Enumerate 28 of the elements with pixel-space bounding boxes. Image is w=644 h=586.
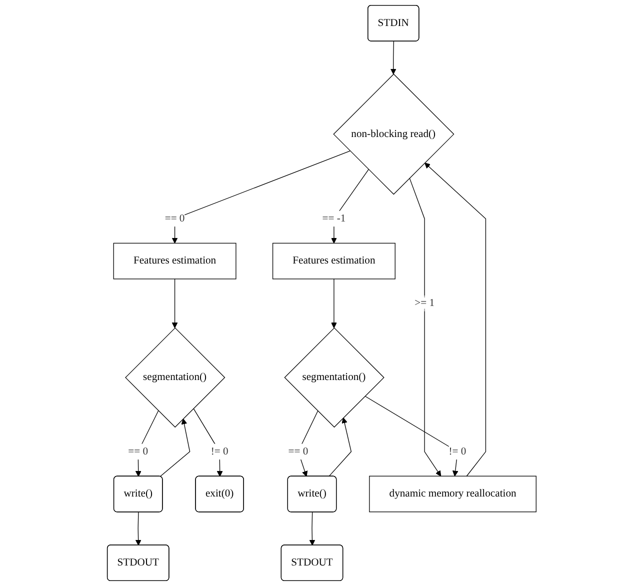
node-box: Features estimation — [272, 242, 396, 280]
arrow — [310, 512, 316, 546]
edge-label: >= 1 — [414, 297, 435, 309]
arrow — [331, 169, 370, 244]
node-diamond: segmentation() — [125, 327, 226, 428]
edge-label: == 0 — [288, 446, 308, 457]
node-box: Features estimation — [114, 242, 237, 280]
arrow — [136, 410, 159, 477]
arrow — [160, 418, 190, 477]
arrow — [172, 150, 351, 244]
edge-label: == 0 — [165, 212, 186, 224]
edge-label: == 0 — [128, 446, 148, 457]
arrow — [328, 418, 352, 477]
node-diamond: non-blocking read() — [333, 74, 454, 195]
arrow — [364, 396, 459, 476]
arrow — [390, 41, 397, 74]
node-box: dynamic memory reallocation — [369, 476, 537, 512]
arrow — [136, 512, 142, 546]
edge-label: != 0 — [211, 446, 229, 457]
arrow — [298, 410, 318, 477]
edge-label: != 0 — [449, 446, 466, 457]
arrow — [331, 278, 338, 328]
arrow — [424, 162, 486, 476]
arrow — [193, 408, 224, 477]
arrow — [410, 178, 442, 476]
node-diamond: segmentation() — [284, 327, 385, 428]
edge-label: == -1 — [322, 212, 346, 224]
arrow — [172, 278, 178, 328]
